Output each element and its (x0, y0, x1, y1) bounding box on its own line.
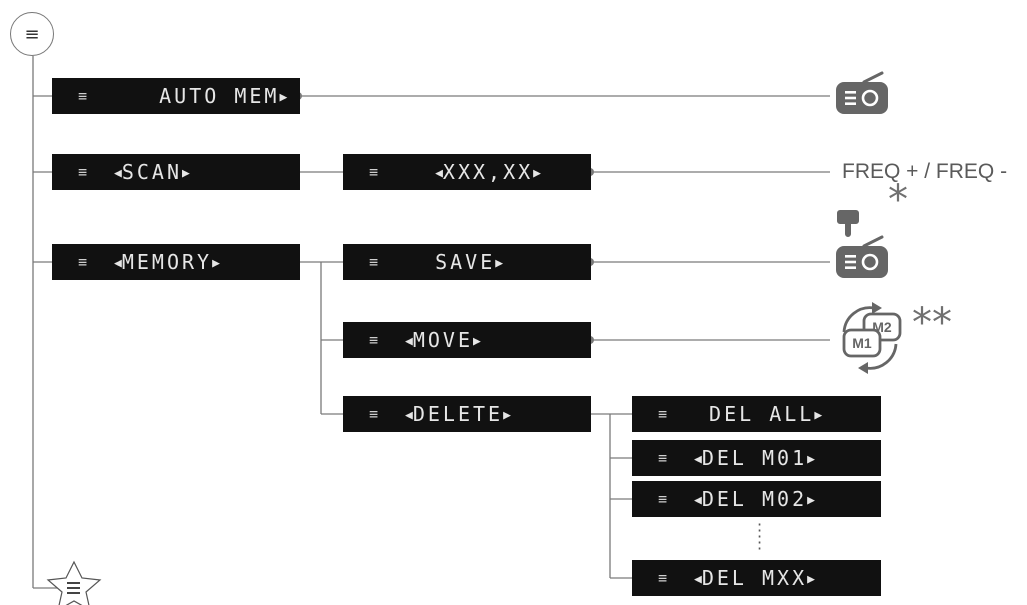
menu-icon: ≡ (658, 568, 668, 587)
arrow-left-icon: ◀ (694, 572, 702, 587)
press-hold-radio-icon (836, 210, 888, 278)
arrow-right-icon: ▶ (473, 334, 481, 349)
menu-item-save[interactable]: ≡ SAVE▶ (343, 244, 591, 280)
menu-item-auto-mem[interactable]: ≡ AUTO MEM▶ (52, 78, 300, 114)
arrow-left-icon: ◀ (435, 166, 443, 181)
menu-item-memory[interactable]: ≡ ◀MEMORY▶ (52, 244, 300, 280)
menu-item-label: DEL M02 (701, 487, 808, 511)
menu-item-label: DEL ALL (709, 402, 815, 426)
arrow-right-icon: ▶ (212, 256, 220, 271)
menu-item-scan[interactable]: ≡ ◀SCAN▶ (52, 154, 300, 190)
menu-item-label: AUTO MEM (159, 84, 280, 108)
arrow-right-icon: ▶ (533, 166, 541, 181)
arrow-left-icon: ◀ (114, 166, 122, 181)
arrow-right-icon: ▶ (814, 408, 823, 423)
menu-icon: ≡ (369, 404, 379, 423)
menu-item-del-all[interactable]: ≡ DEL ALL▶ (632, 396, 881, 432)
save-note-asterisk: * (888, 177, 908, 223)
menu-item-label: DEL MXX (701, 566, 808, 590)
menu-icon: ≡ (369, 252, 379, 271)
menu-item-del-m02[interactable]: ≡ ◀DEL M02▶ (632, 481, 881, 517)
menu-item-label: SAVE (435, 250, 496, 274)
menu-item-label: MEMORY (121, 250, 213, 274)
arrow-right-icon: ▶ (807, 572, 815, 587)
menu-item-label: XXX,XX (442, 160, 534, 184)
ellipsis-vertical: ····· (757, 515, 763, 558)
menu-item-label: SCAN (121, 160, 182, 184)
menu-icon: ≡ (658, 489, 668, 508)
menu-item-del-m01[interactable]: ≡ ◀DEL M01▶ (632, 440, 881, 476)
arrow-left-icon: ◀ (694, 452, 702, 467)
menu-item-del-mxx[interactable]: ≡ ◀DEL MXX▶ (632, 560, 881, 596)
menu-icon: ≡ (658, 448, 668, 467)
arrow-left-icon: ◀ (694, 493, 702, 508)
arrow-right-icon: ▶ (182, 166, 190, 181)
arrow-right-icon: ▶ (807, 452, 815, 467)
m1-label: M1 (852, 335, 872, 351)
arrow-left-icon: ◀ (114, 256, 122, 271)
menu-item-label: MOVE (412, 328, 473, 352)
menu-item-label: DELETE (412, 402, 504, 426)
arrow-right-icon: ▶ (503, 408, 511, 423)
menu-item-frequency[interactable]: ≡ ◀XXX,XX▶ (343, 154, 591, 190)
star-menu-icon[interactable] (36, 558, 112, 605)
menu-icon: ≡ (369, 330, 379, 349)
move-note-asterisks: ** (912, 300, 952, 346)
menu-icon: ≡ (78, 252, 88, 271)
menu-icon: ≡ (658, 404, 668, 423)
radio-icon (836, 71, 888, 114)
menu-item-delete[interactable]: ≡ ◀DELETE▶ (343, 396, 591, 432)
arrow-left-icon: ◀ (405, 408, 413, 423)
menu-item-label: DEL M01 (701, 446, 808, 470)
menu-icon: ≡ (369, 162, 379, 181)
arrow-right-icon: ▶ (279, 90, 288, 105)
menu-button[interactable]: ≡ (10, 12, 54, 56)
menu-icon: ≡ (78, 162, 88, 181)
arrow-right-icon: ▶ (807, 493, 815, 508)
menu-icon: ≡ (24, 23, 40, 45)
freq-label: FREQ + / FREQ - (842, 160, 1008, 183)
menu-icon: ≡ (78, 86, 88, 105)
memory-swap-icon: M2 M1 (842, 302, 902, 374)
arrow-left-icon: ◀ (405, 334, 413, 349)
menu-item-move[interactable]: ≡ ◀MOVE▶ (343, 322, 591, 358)
arrow-right-icon: ▶ (495, 256, 504, 271)
